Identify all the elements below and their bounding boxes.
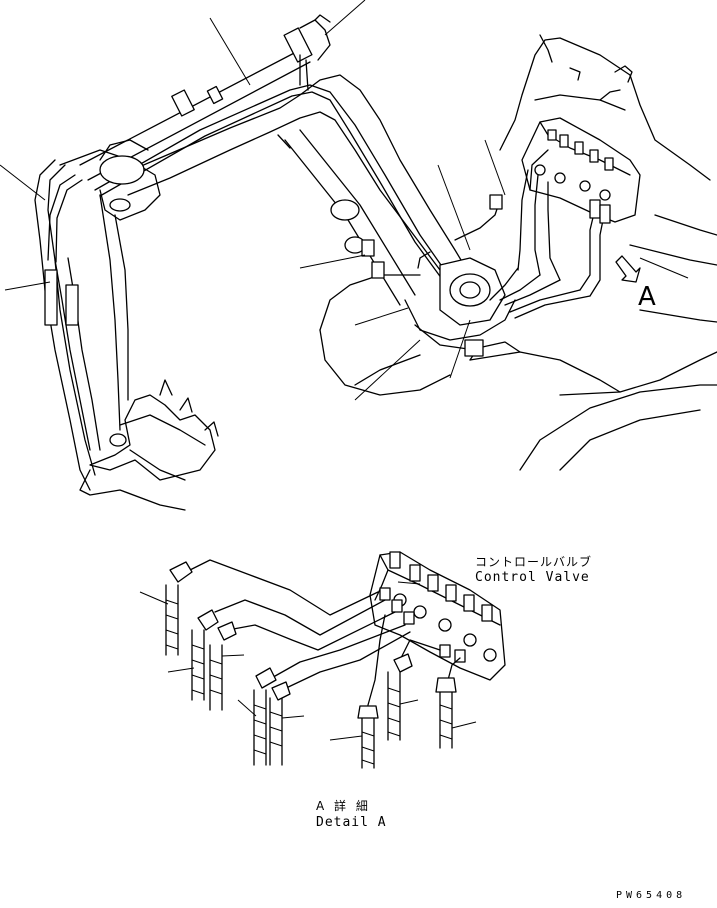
detail-a-label-jp: A 詳 細 bbox=[316, 799, 371, 813]
hose-6 bbox=[357, 705, 379, 769]
hose-5 bbox=[269, 681, 291, 766]
control-valve-upper bbox=[517, 117, 641, 297]
control-valve-label-en: Control Valve bbox=[475, 570, 590, 585]
hose-4 bbox=[253, 667, 277, 766]
machine-body bbox=[319, 34, 717, 471]
hose-1 bbox=[165, 561, 193, 656]
bucket bbox=[79, 379, 219, 511]
hose-8 bbox=[435, 677, 457, 749]
control-valve-label-jp: コントロールバルブ bbox=[475, 555, 593, 569]
detail-a-label-en: Detail A bbox=[316, 815, 387, 830]
hose-2 bbox=[191, 609, 219, 701]
drawing-code: PW65408 bbox=[616, 890, 687, 901]
detail-a bbox=[165, 551, 506, 769]
arm bbox=[34, 139, 161, 491]
arrow-icon bbox=[615, 255, 641, 283]
hose-7 bbox=[387, 653, 413, 741]
leader-lines-upper bbox=[0, 0, 689, 401]
hose-3 bbox=[209, 621, 237, 711]
boom bbox=[79, 14, 591, 357]
callout-a-label: A bbox=[638, 282, 656, 312]
leader-lines-detail bbox=[139, 581, 477, 741]
